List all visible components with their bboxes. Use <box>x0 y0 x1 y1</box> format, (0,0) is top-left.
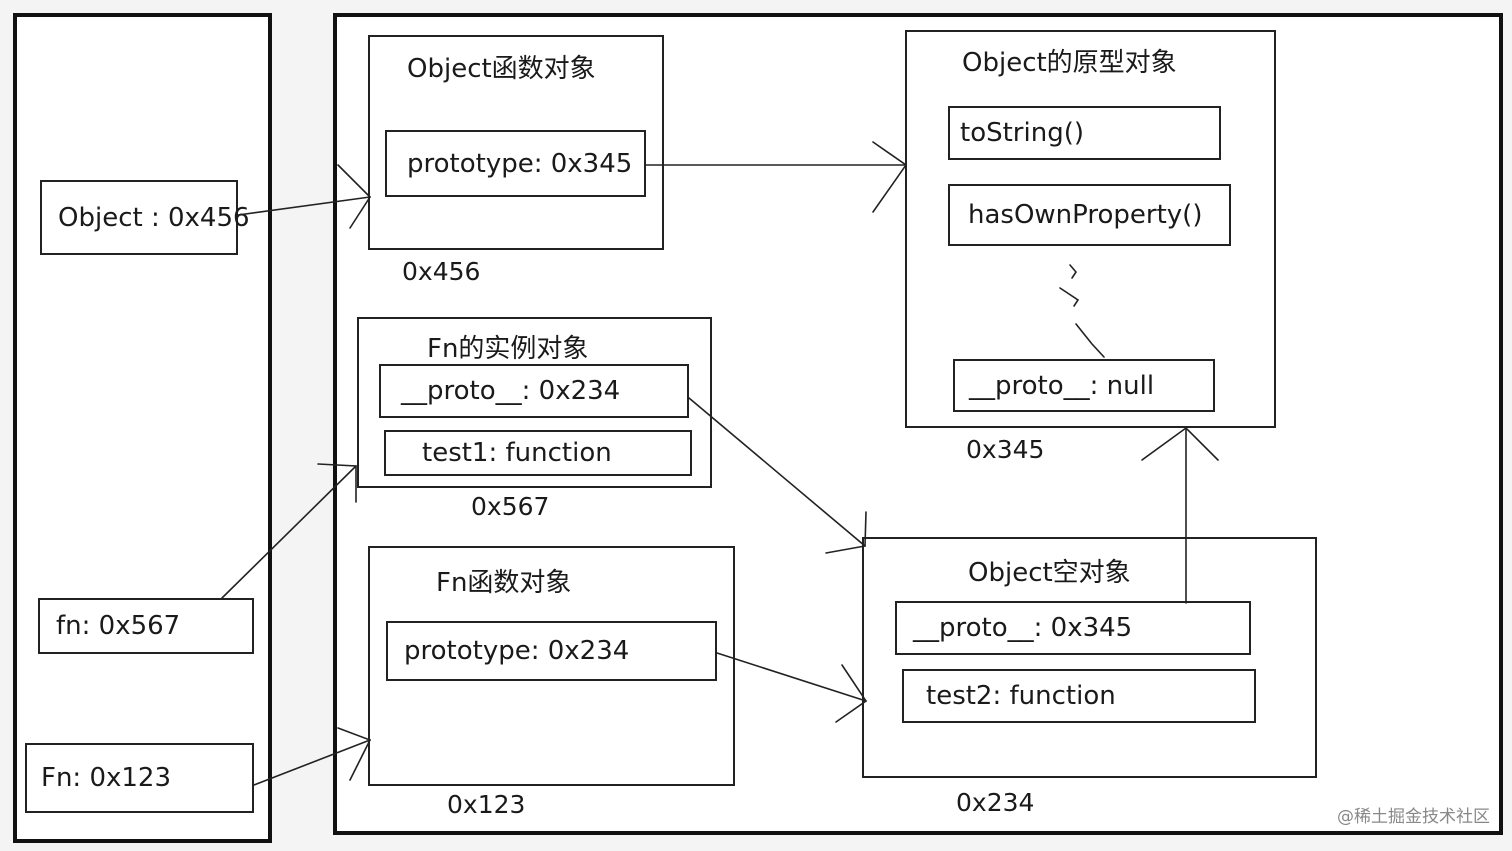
object-empty-proto: __proto__: 0x345 <box>895 601 1251 655</box>
object-prototype-tostring: toString() <box>948 106 1221 160</box>
object-function-address: 0x456 <box>402 257 481 286</box>
fn-function-title: Fn函数对象 <box>436 568 572 598</box>
object-prototype-title: Object的原型对象 <box>962 48 1177 78</box>
stack-var-object: Object : 0x456 <box>40 180 250 255</box>
object-prototype-proto-null: __proto__: null <box>953 359 1215 412</box>
fn-function-address: 0x123 <box>447 790 526 819</box>
fn-instance-title: Fn的实例对象 <box>427 334 589 364</box>
object-function-prototype: prototype: 0x345 <box>385 130 646 197</box>
stack-var-Fn: Fn: 0x123 <box>25 743 254 813</box>
object-prototype-hasownproperty: hasOwnProperty() <box>948 184 1231 246</box>
fn-function-prototype: prototype: 0x234 <box>386 621 717 681</box>
object-empty-test2: test2: function <box>902 669 1256 723</box>
object-empty-title: Object空对象 <box>968 558 1131 588</box>
object-prototype-address: 0x345 <box>966 435 1045 464</box>
object-function-title: Object函数对象 <box>407 54 596 84</box>
fn-instance-test1: test1: function <box>384 430 692 476</box>
watermark: @稀土掘金技术社区 <box>1337 807 1490 827</box>
fn-instance-address: 0x567 <box>471 492 550 521</box>
stack-panel <box>13 13 272 843</box>
object-empty-box <box>862 537 1317 778</box>
object-empty-address: 0x234 <box>956 788 1035 817</box>
stack-var-fn: fn: 0x567 <box>38 598 254 654</box>
fn-instance-proto: __proto__: 0x234 <box>379 364 689 418</box>
